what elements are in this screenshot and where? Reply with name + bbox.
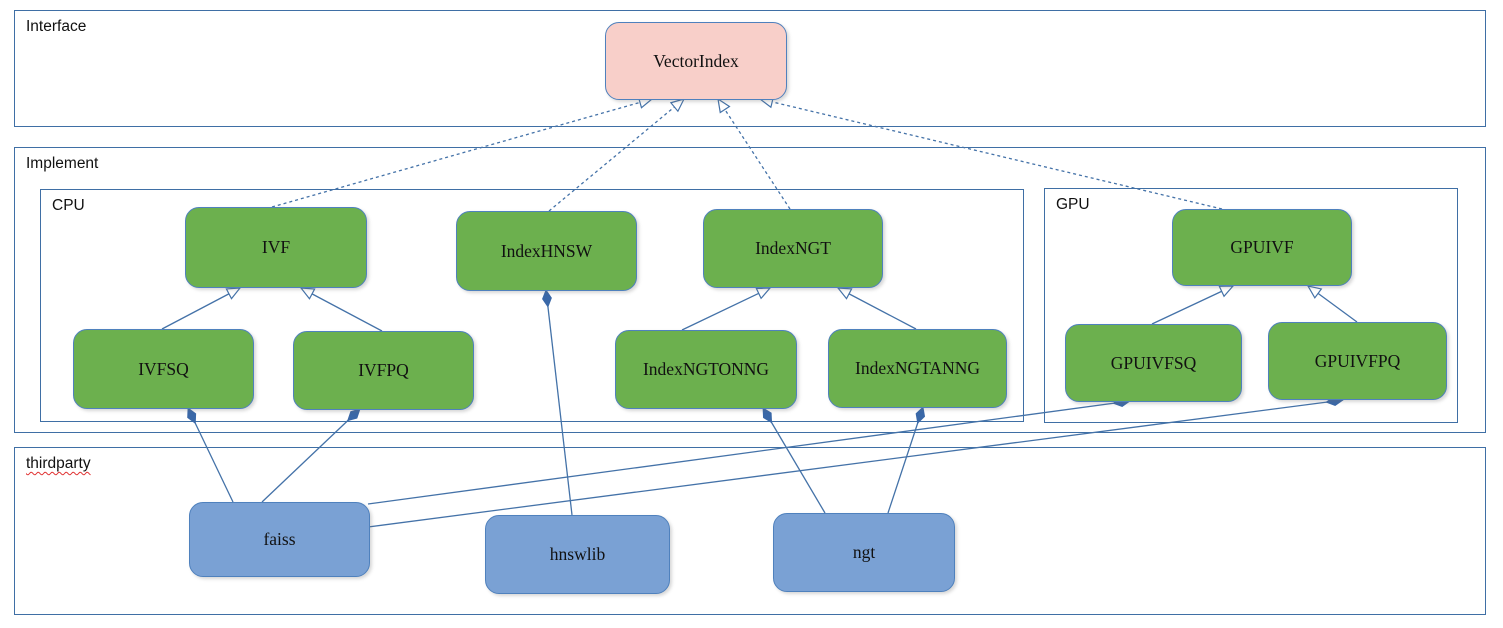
node-faiss: faiss [189, 502, 370, 577]
node-vectorindex: VectorIndex [605, 22, 787, 100]
node-ivfsq: IVFSQ [73, 329, 254, 409]
gpu-container-label: GPU [1056, 196, 1090, 213]
node-indexhnsw: IndexHNSW [456, 211, 637, 291]
node-ngt-label: ngt [852, 542, 876, 562]
node-indexngtonng: IndexNGTONNG [615, 330, 797, 409]
node-hnswlib: hnswlib [485, 515, 670, 594]
node-vectorindex-label: VectorIndex [653, 50, 739, 71]
node-ivf-label: IVF [261, 237, 291, 257]
node-ngt: ngt [773, 513, 955, 592]
interface-container-label: Interface [26, 18, 87, 35]
node-indexngtonng-label: IndexNGTONNG [642, 359, 770, 379]
node-gpuivfpq-label: GPUIVFPQ [1314, 350, 1401, 371]
thirdparty-container-label: thirdparty [26, 455, 91, 472]
node-indexngtanng: IndexNGTANNG [828, 329, 1007, 408]
node-ivf: IVF [185, 207, 367, 288]
node-gpuivfpq: GPUIVFPQ [1268, 322, 1447, 400]
node-ivfpq-label: IVFPQ [358, 360, 409, 380]
node-ivfpq: IVFPQ [293, 331, 474, 410]
node-indexhnsw-label: IndexHNSW [500, 240, 593, 261]
node-ivfsq-label: IVFSQ [138, 358, 189, 379]
node-faiss-label: faiss [263, 529, 296, 549]
implement-container-label: Implement [26, 155, 99, 172]
node-gpuivf: GPUIVF [1172, 209, 1352, 286]
node-gpuivfsq-label: GPUIVFSQ [1110, 352, 1197, 373]
node-hnswlib-label: hnswlib [549, 544, 606, 564]
cpu-container-label: CPU [52, 197, 85, 214]
node-gpuivfsq: GPUIVFSQ [1065, 324, 1242, 402]
node-indexngtanng-label: IndexNGTANNG [855, 358, 980, 378]
node-indexngt: IndexNGT [703, 209, 883, 288]
node-gpuivf-label: GPUIVF [1230, 237, 1294, 257]
node-indexngt-label: IndexNGT [755, 238, 831, 258]
